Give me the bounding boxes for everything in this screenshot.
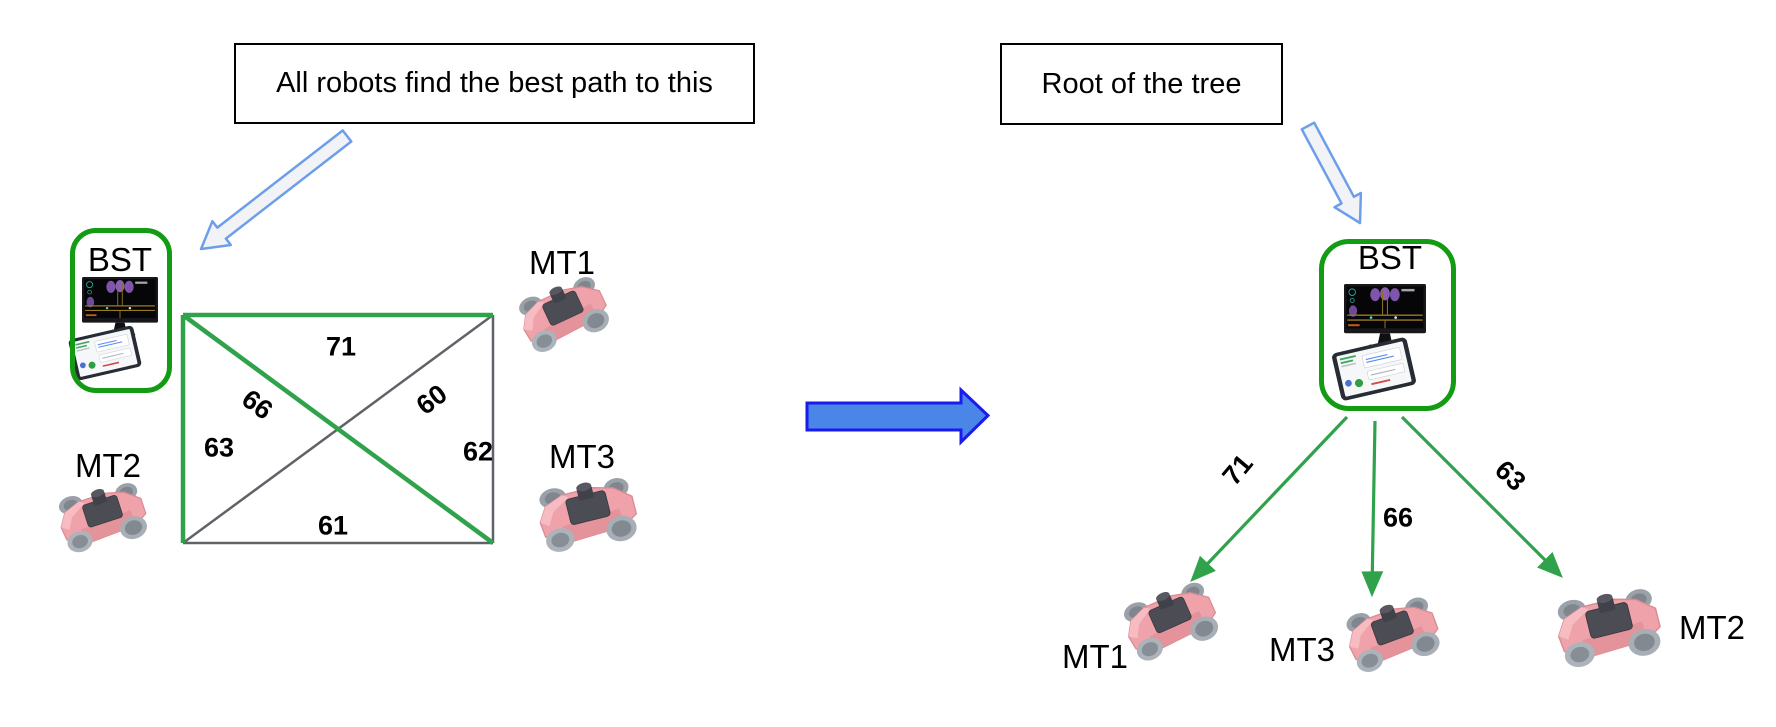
right-mt1-robot-image	[1116, 573, 1225, 670]
right-mt3-label: MT3	[1269, 631, 1335, 668]
tree-edge-bst-mt3	[1370, 420, 1377, 574]
left-callout-box: All robots find the best path to this	[234, 43, 755, 124]
right-callout-box: Root of the tree	[1000, 43, 1283, 125]
left-mt3-label: MT3	[549, 438, 615, 475]
left-mt1-robot-image	[511, 268, 616, 361]
right-callout-text: Root of the tree	[1041, 67, 1242, 100]
tree-edge-bst-mt2	[1400, 415, 1548, 563]
weight-mt1-mt3-right: 62	[462, 436, 494, 467]
left-mt2-label: MT2	[75, 447, 141, 484]
tree-arrowhead-mt1	[1190, 555, 1216, 582]
callout-arrow-right	[1300, 121, 1363, 225]
tree-arrowhead-mt2	[1537, 552, 1563, 578]
left-bst-node-frame	[70, 228, 172, 393]
right-mt2-label: MT2	[1679, 609, 1745, 646]
right-mt2-robot-image	[1550, 579, 1667, 676]
tree-weight-bst-mt3: 66	[1382, 502, 1414, 533]
left-mt3-robot-image	[532, 469, 643, 561]
left-mt1-label: MT1	[529, 244, 595, 281]
weight-bst-mt2-left: 63	[203, 432, 235, 463]
right-tree-arrows	[1190, 415, 1563, 598]
right-mt3-robot-image	[1339, 588, 1446, 681]
weight-mt2-mt3-bottom: 61	[317, 510, 349, 541]
right-bst-label: BST	[1357, 239, 1423, 276]
left-mt2-robot-image	[52, 474, 153, 561]
edge-bst-mt3-diagonal	[181, 313, 495, 545]
callout-arrow-left	[199, 129, 353, 251]
tree-edge-bst-mt1	[1205, 415, 1349, 566]
left-bst-label: BST	[87, 241, 153, 278]
right-bst-node-frame	[1319, 239, 1456, 411]
weight-bst-mt1-top: 71	[325, 331, 357, 362]
tree-arrowhead-mt3	[1361, 571, 1384, 598]
left-callout-text: All robots find the best path to this	[276, 67, 713, 99]
transition-arrow	[805, 386, 991, 446]
right-mt1-label: MT1	[1062, 638, 1128, 675]
left-graph-tree-edges	[180, 312, 495, 545]
